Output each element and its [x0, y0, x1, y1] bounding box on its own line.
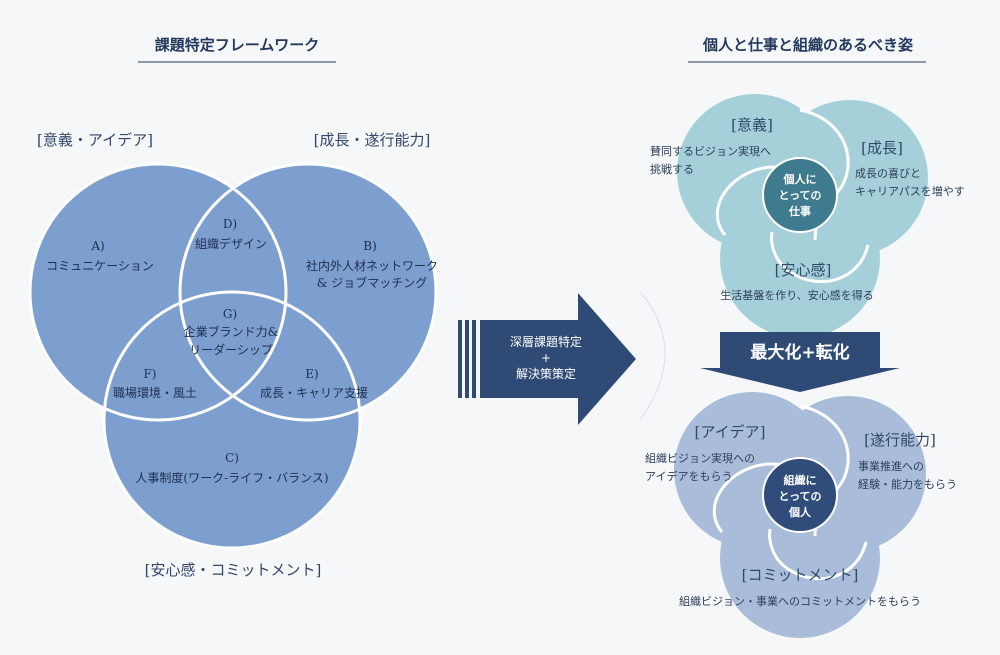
top-safety-line1: 生活基盤を作り、安心感を得る — [720, 288, 874, 302]
bottom-idea-line2: アイデアをもらう — [645, 469, 732, 483]
arrow-body — [480, 293, 636, 425]
arrow-line3: 解決策策定 — [516, 366, 576, 381]
region-f-letter: F) — [143, 367, 156, 381]
top-safety-title: [安心感] — [775, 261, 832, 279]
bottom-center-line3: 個人 — [788, 505, 812, 519]
bottom-idea-title: [アイデア] — [695, 423, 766, 441]
arrow-line2: + — [541, 351, 551, 365]
connector-curve — [639, 291, 666, 421]
bottom-ability-line2: 経験・能力をもらう — [858, 477, 957, 491]
venn-outline-c — [102, 290, 362, 550]
left-section-title: 課題特定フレームワーク — [155, 36, 320, 54]
venn-label-safety-commitment: [安心感・コミットメント] — [145, 561, 322, 579]
region-d-text: 組織デザイン — [195, 236, 267, 251]
region-g-line1: 企業ブランド力& — [184, 324, 279, 339]
venn-label-meaning-idea: [意義・アイデア] — [37, 131, 153, 149]
bottom-center-circle — [762, 457, 838, 533]
top-cluster — [677, 94, 928, 338]
region-f-text: 職場環境・風土 — [113, 385, 197, 400]
venn-circles — [28, 162, 438, 550]
region-c-text: 人事制度(ワーク-ライフ・バランス) — [135, 470, 328, 485]
region-a-text: コミュニケーション — [46, 259, 154, 273]
top-meaning-line2: 挑戦する — [650, 162, 694, 176]
region-b-line1: 社内外人材ネットワーク — [306, 258, 438, 273]
bottom-ability-title: [遂行能力] — [864, 431, 936, 449]
top-growth-title: [成長] — [861, 139, 903, 157]
region-a-letter: A) — [90, 239, 104, 253]
region-g-letter: G) — [223, 307, 237, 321]
arrow-line1: 深層課題特定 — [510, 334, 582, 349]
top-meaning-title: [意義] — [731, 116, 773, 134]
region-e-text: 成長・キャリア支援 — [260, 386, 368, 400]
venn-outline-b — [178, 162, 438, 422]
process-arrow — [458, 293, 636, 425]
top-center-circle — [762, 157, 838, 233]
region-g-line2: リーダーシップ — [189, 342, 273, 357]
top-center-line1: 個人に — [783, 172, 817, 186]
venn-label-growth-ability: [成長・遂行能力] — [314, 131, 431, 149]
banner-text: 最大化+転化 — [750, 342, 849, 363]
top-center-line3: 仕事 — [788, 204, 811, 218]
venn-circle-c — [104, 292, 360, 548]
bottom-center-line1: 組織に — [784, 473, 817, 487]
bottom-ability-line1: 事業推進への — [858, 459, 924, 473]
top-growth-line1: 成長の喜びと — [855, 167, 921, 180]
top-meaning-line1: 賛同するビジョン実現へ — [650, 144, 771, 158]
region-c-letter: C) — [225, 451, 239, 465]
region-b-letter: B) — [363, 239, 377, 253]
top-center-line2: とっての — [778, 189, 821, 202]
venn-outline-a — [28, 162, 288, 422]
region-b-line2: & ジョブマッチング — [317, 275, 428, 290]
right-section-title: 個人と仕事と組織のあるべき姿 — [702, 36, 913, 54]
region-e-letter: E) — [305, 367, 318, 381]
region-d-letter: D) — [223, 217, 237, 231]
bottom-center-line2: とっての — [778, 490, 821, 503]
bottom-commit-title: [コミットメント] — [742, 566, 859, 584]
maximize-banner — [700, 332, 900, 392]
bottom-commit-line1: 組織ビジョン・事業へのコミットメントをもらう — [679, 595, 921, 608]
bottom-idea-line1: 組織ビジョン実現への — [645, 451, 755, 465]
bottom-cluster — [674, 392, 926, 638]
top-growth-line2: キャリアパスを増やす — [855, 185, 965, 198]
